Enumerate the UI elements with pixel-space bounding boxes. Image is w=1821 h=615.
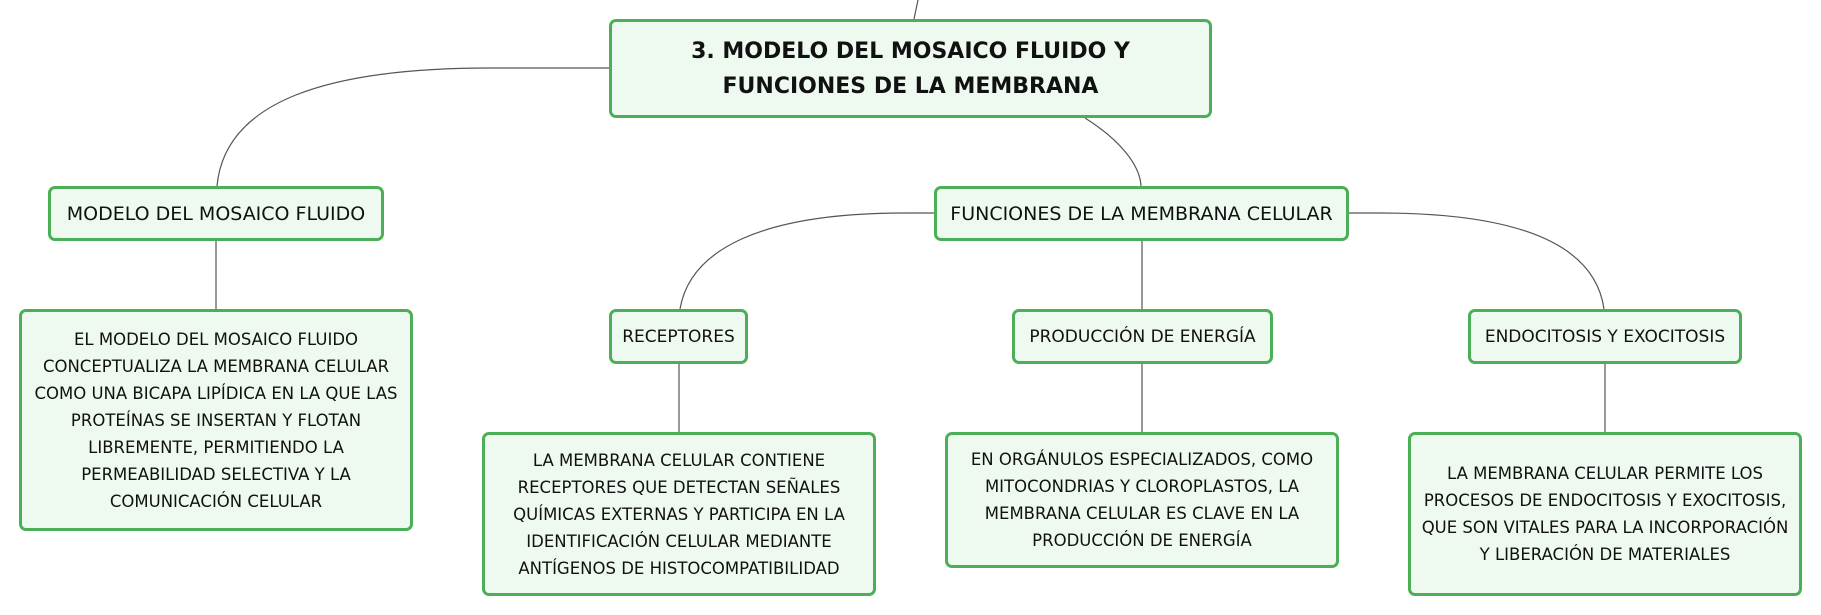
root-node-label: 3. MODELO DEL MOSAICO FLUIDO Y FUNCIONES… [691,38,1130,99]
node-funciones-membrana-label: FUNCIONES DE LA MEMBRANA CELULAR [950,202,1333,225]
node-funciones-membrana[interactable]: FUNCIONES DE LA MEMBRANA CELULAR [934,186,1349,241]
node-endocitosis-exocitosis-label: ENDOCITOSIS Y EXOCITOSIS [1484,326,1726,347]
node-produccion-energia[interactable]: PRODUCCIÓN DE ENERGÍA [1012,309,1273,364]
node-mosaico-description[interactable]: EL MODELO DEL MOSAICO FLUIDO CONCEPTUALI… [19,309,413,531]
node-produccion-energia-label: PRODUCCIÓN DE ENERGÍA [1029,326,1256,347]
node-energia-description[interactable]: EN ORGÁNULOS ESPECIALIZADOS, COMO MITOCO… [945,432,1339,568]
node-endocitosis-description-text: LA MEMBRANA CELULAR PERMITE LOS PROCESOS… [1421,464,1789,564]
node-modelo-mosaico-fluido-label: MODELO DEL MOSAICO FLUIDO [66,202,366,225]
node-receptores-description-text: LA MEMBRANA CELULAR CONTIENE RECEPTORES … [513,450,845,578]
connector-root-mosaico [216,67,609,187]
connector-root-funciones [1084,117,1142,187]
node-endocitosis-description[interactable]: LA MEMBRANA CELULAR PERMITE LOS PROCESOS… [1408,432,1802,596]
node-modelo-mosaico-fluido[interactable]: MODELO DEL MOSAICO FLUIDO [48,186,384,241]
connector-funciones-receptores [679,212,934,310]
node-receptores[interactable]: RECEPTORES [609,309,748,364]
connector-funciones-endocitosis [1349,212,1605,310]
connector-top [913,0,919,20]
node-receptores-description[interactable]: LA MEMBRANA CELULAR CONTIENE RECEPTORES … [482,432,876,596]
node-energia-description-text: EN ORGÁNULOS ESPECIALIZADOS, COMO MITOCO… [970,450,1314,550]
root-node[interactable]: 3. MODELO DEL MOSAICO FLUIDO Y FUNCIONES… [609,19,1212,118]
node-mosaico-description-text: EL MODELO DEL MOSAICO FLUIDO CONCEPTUALI… [34,329,398,511]
node-receptores-label: RECEPTORES [622,326,735,347]
node-endocitosis-exocitosis[interactable]: ENDOCITOSIS Y EXOCITOSIS [1468,309,1742,364]
